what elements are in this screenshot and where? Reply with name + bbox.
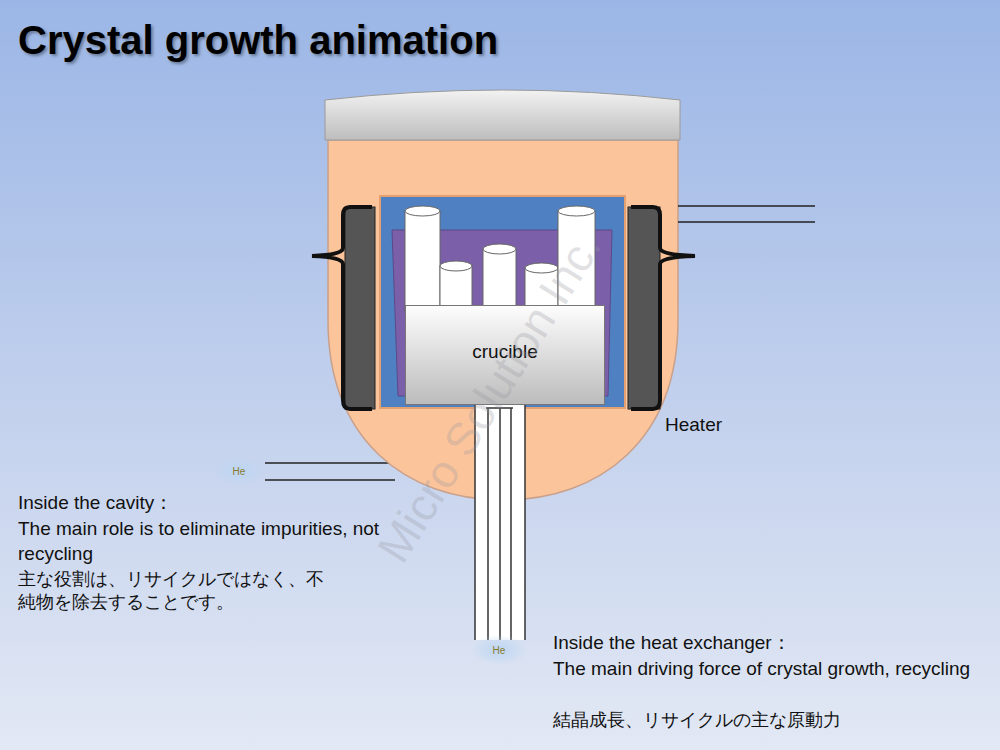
helium-blob: He (221, 462, 257, 480)
helium-blob: He (481, 641, 517, 659)
cavity-heading: Inside the cavity： (18, 490, 173, 516)
exchanger-heading: Inside the heat exchanger： (553, 630, 791, 656)
heater-label: Heater (665, 414, 722, 436)
title: Crystal growth animation (18, 18, 498, 63)
node-label: He (233, 466, 246, 477)
node-label: He (493, 645, 506, 656)
exchanger-note: The main driving force of crystal growth… (553, 656, 973, 681)
cavity-note: The main role is to eliminate impurities… (18, 516, 418, 566)
exchanger-note-ja: 結晶成長、リサイクルの主な原動力 (553, 708, 841, 732)
cavity-note-ja: 主な役割は、リサイクルではなく、不純物を除去することです。 (18, 567, 330, 613)
